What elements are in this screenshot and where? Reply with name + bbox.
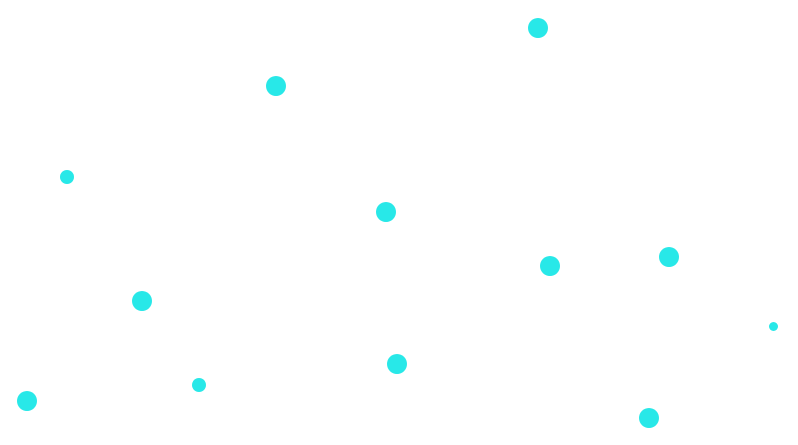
dot bbox=[266, 76, 286, 96]
dot bbox=[639, 408, 659, 428]
dot bbox=[528, 18, 548, 38]
dot bbox=[540, 256, 560, 276]
dot bbox=[659, 247, 679, 267]
dot bbox=[132, 291, 152, 311]
dot bbox=[387, 354, 407, 374]
dot bbox=[192, 378, 206, 392]
dot bbox=[17, 391, 37, 411]
dot bbox=[376, 202, 396, 222]
dot bbox=[60, 170, 74, 184]
dot bbox=[769, 322, 778, 331]
